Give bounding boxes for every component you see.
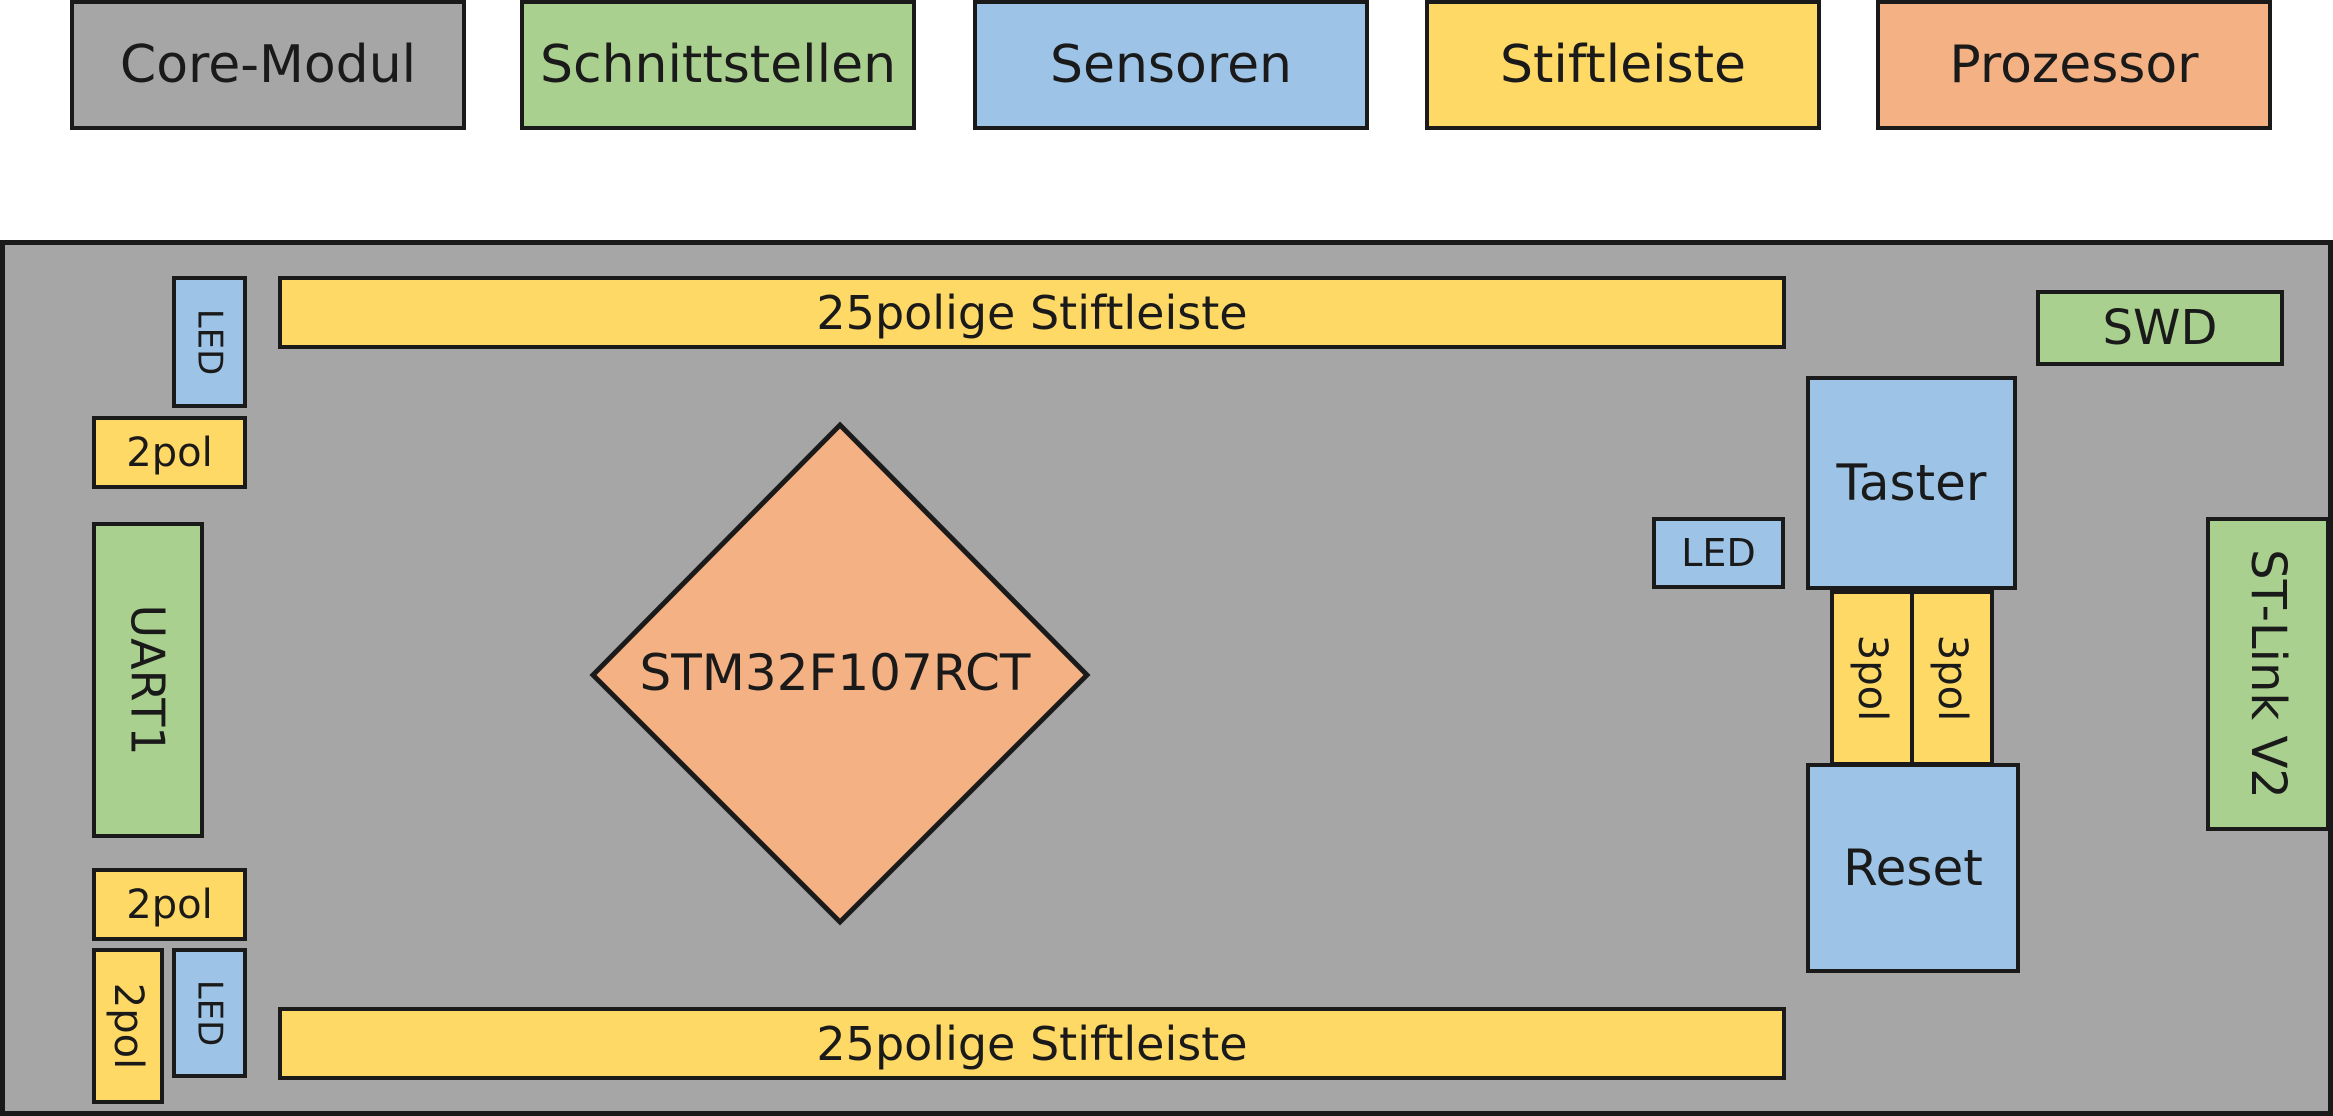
- legend-header-label: Stiftleiste: [1500, 35, 1746, 95]
- pin-3pol-right-label: 3pol: [1929, 634, 1975, 722]
- bottom-pin-header: 25polige Stiftleiste: [278, 1007, 1786, 1080]
- led-right: LED: [1652, 517, 1785, 589]
- pin-2pol-bottom-label: 2pol: [105, 982, 151, 1070]
- pin-2pol-bottom: 2pol: [92, 948, 164, 1104]
- uart1-label: UART1: [121, 604, 175, 756]
- legend-interfaces-label: Schnittstellen: [539, 35, 897, 95]
- legend-processor: Prozessor: [1876, 0, 2272, 130]
- pin-3pol-right: 3pol: [1910, 590, 1994, 766]
- top-pin-header: 25polige Stiftleiste: [278, 276, 1786, 349]
- processor-diamond-shape: [589, 421, 1091, 926]
- pin-2pol-top: 2pol: [92, 416, 247, 489]
- legend-sensors: Sensoren: [973, 0, 1369, 130]
- pin-3pol-left: 3pol: [1830, 590, 1914, 766]
- legend-core-label: Core-Modul: [119, 35, 417, 95]
- led-right-label: LED: [1681, 531, 1756, 575]
- taster-label: Taster: [1836, 454, 1987, 512]
- taster-button: Taster: [1806, 376, 2017, 590]
- legend-core-module: Core-Modul: [70, 0, 466, 130]
- processor-label: STM32F107RCT: [640, 644, 1031, 702]
- led-bottom-left: LED: [172, 948, 247, 1078]
- legend-sensors-label: Sensoren: [1049, 35, 1293, 95]
- reset-label: Reset: [1843, 839, 1983, 897]
- swd-label: SWD: [2102, 300, 2218, 356]
- top-pin-header-label: 25polige Stiftleiste: [816, 285, 1248, 340]
- bottom-pin-header-label: 25polige Stiftleiste: [816, 1016, 1248, 1071]
- st-link-v2-label: ST-Link V2: [2240, 549, 2297, 799]
- legend-interfaces: Schnittstellen: [520, 0, 916, 130]
- led-top-left-label: LED: [189, 308, 230, 376]
- uart1-interface: UART1: [92, 522, 204, 838]
- pin-2pol-top-label: 2pol: [126, 429, 213, 476]
- pin-2pol-mid: 2pol: [92, 868, 247, 941]
- st-link-v2-interface: ST-Link V2: [2206, 517, 2330, 831]
- legend-processor-label: Prozessor: [1949, 35, 2199, 95]
- pin-2pol-mid-label: 2pol: [126, 881, 213, 928]
- legend-header: Stiftleiste: [1425, 0, 1821, 130]
- led-bottom-left-label: LED: [189, 979, 230, 1047]
- swd-interface: SWD: [2036, 290, 2284, 366]
- reset-button: Reset: [1806, 763, 2020, 973]
- pin-3pol-left-label: 3pol: [1849, 634, 1895, 722]
- processor-chip: STM32F107RCT: [589, 421, 1091, 926]
- led-top-left: LED: [172, 276, 247, 408]
